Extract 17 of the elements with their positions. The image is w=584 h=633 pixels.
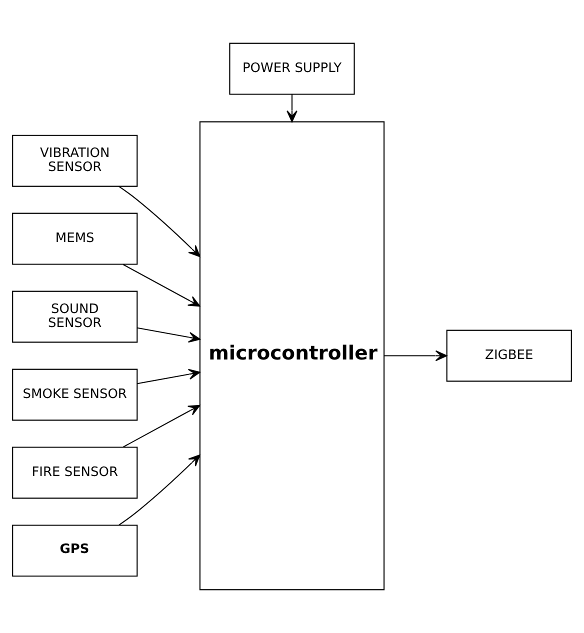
arrow: [122, 264, 200, 307]
arrow: [118, 454, 200, 526]
node-box: SOUND SENSOR: [12, 290, 138, 343]
node-box: SMOKE SENSOR: [12, 368, 138, 421]
arrow: [384, 350, 448, 362]
node-box: FIRE SENSOR: [12, 446, 138, 499]
node-box: MEMS: [12, 212, 138, 265]
node-box: VIBRATION SENSOR: [12, 134, 138, 187]
arrow: [118, 186, 200, 258]
arrow: [122, 404, 200, 448]
node-box: GPS: [12, 524, 138, 577]
arrow: [137, 327, 200, 343]
arrow: [137, 368, 200, 384]
node-box: microcontroller: [199, 121, 385, 590]
node-box: ZIGBEE: [446, 330, 572, 382]
node-box: POWER SUPPLY: [229, 42, 355, 95]
arrow: [286, 94, 298, 122]
